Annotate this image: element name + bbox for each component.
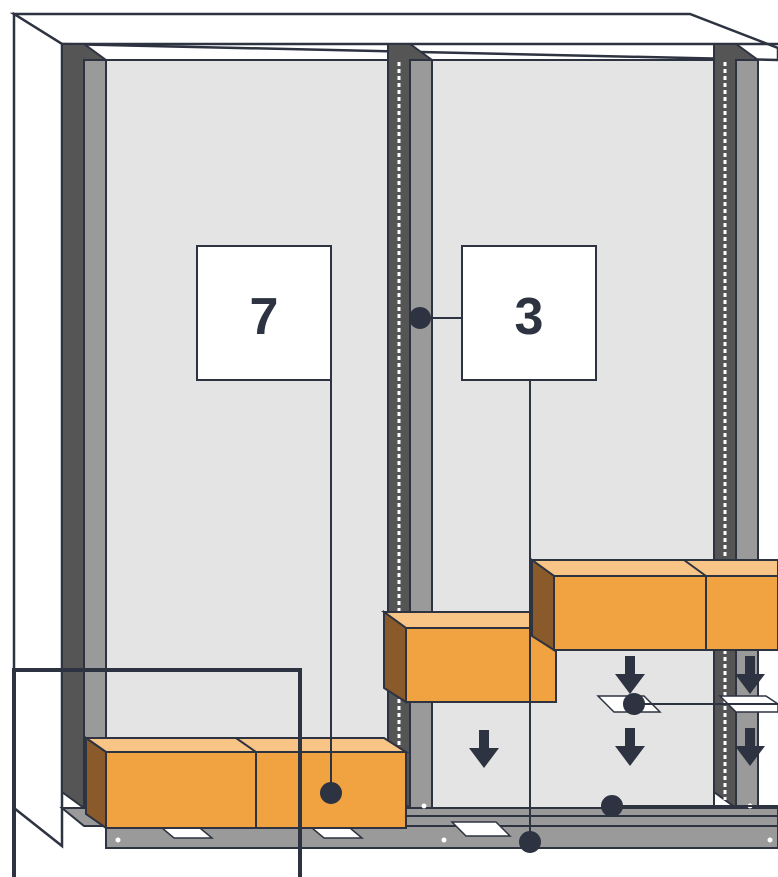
callout-leaders [320, 307, 778, 853]
down-arrow-icon [469, 730, 499, 768]
down-arrow-icon [735, 728, 765, 766]
right-post [713, 43, 759, 809]
callout-7: 7 [196, 245, 332, 381]
down-arrow-icon [615, 728, 645, 766]
cabinet-frame [9, 11, 778, 849]
callout-7-label: 7 [250, 288, 279, 346]
bottom-left-boxes [82, 736, 410, 830]
back-panels [105, 59, 715, 809]
upper-right-boxes [528, 558, 778, 652]
down-arrow-icon [735, 656, 765, 694]
floor-sensor-pads [159, 821, 512, 839]
left-post [61, 43, 107, 809]
overlay-frame [12, 668, 302, 877]
callout-3-label: 3 [515, 288, 544, 346]
down-arrow-icon [615, 656, 645, 694]
callout-3: 3 [461, 245, 597, 381]
